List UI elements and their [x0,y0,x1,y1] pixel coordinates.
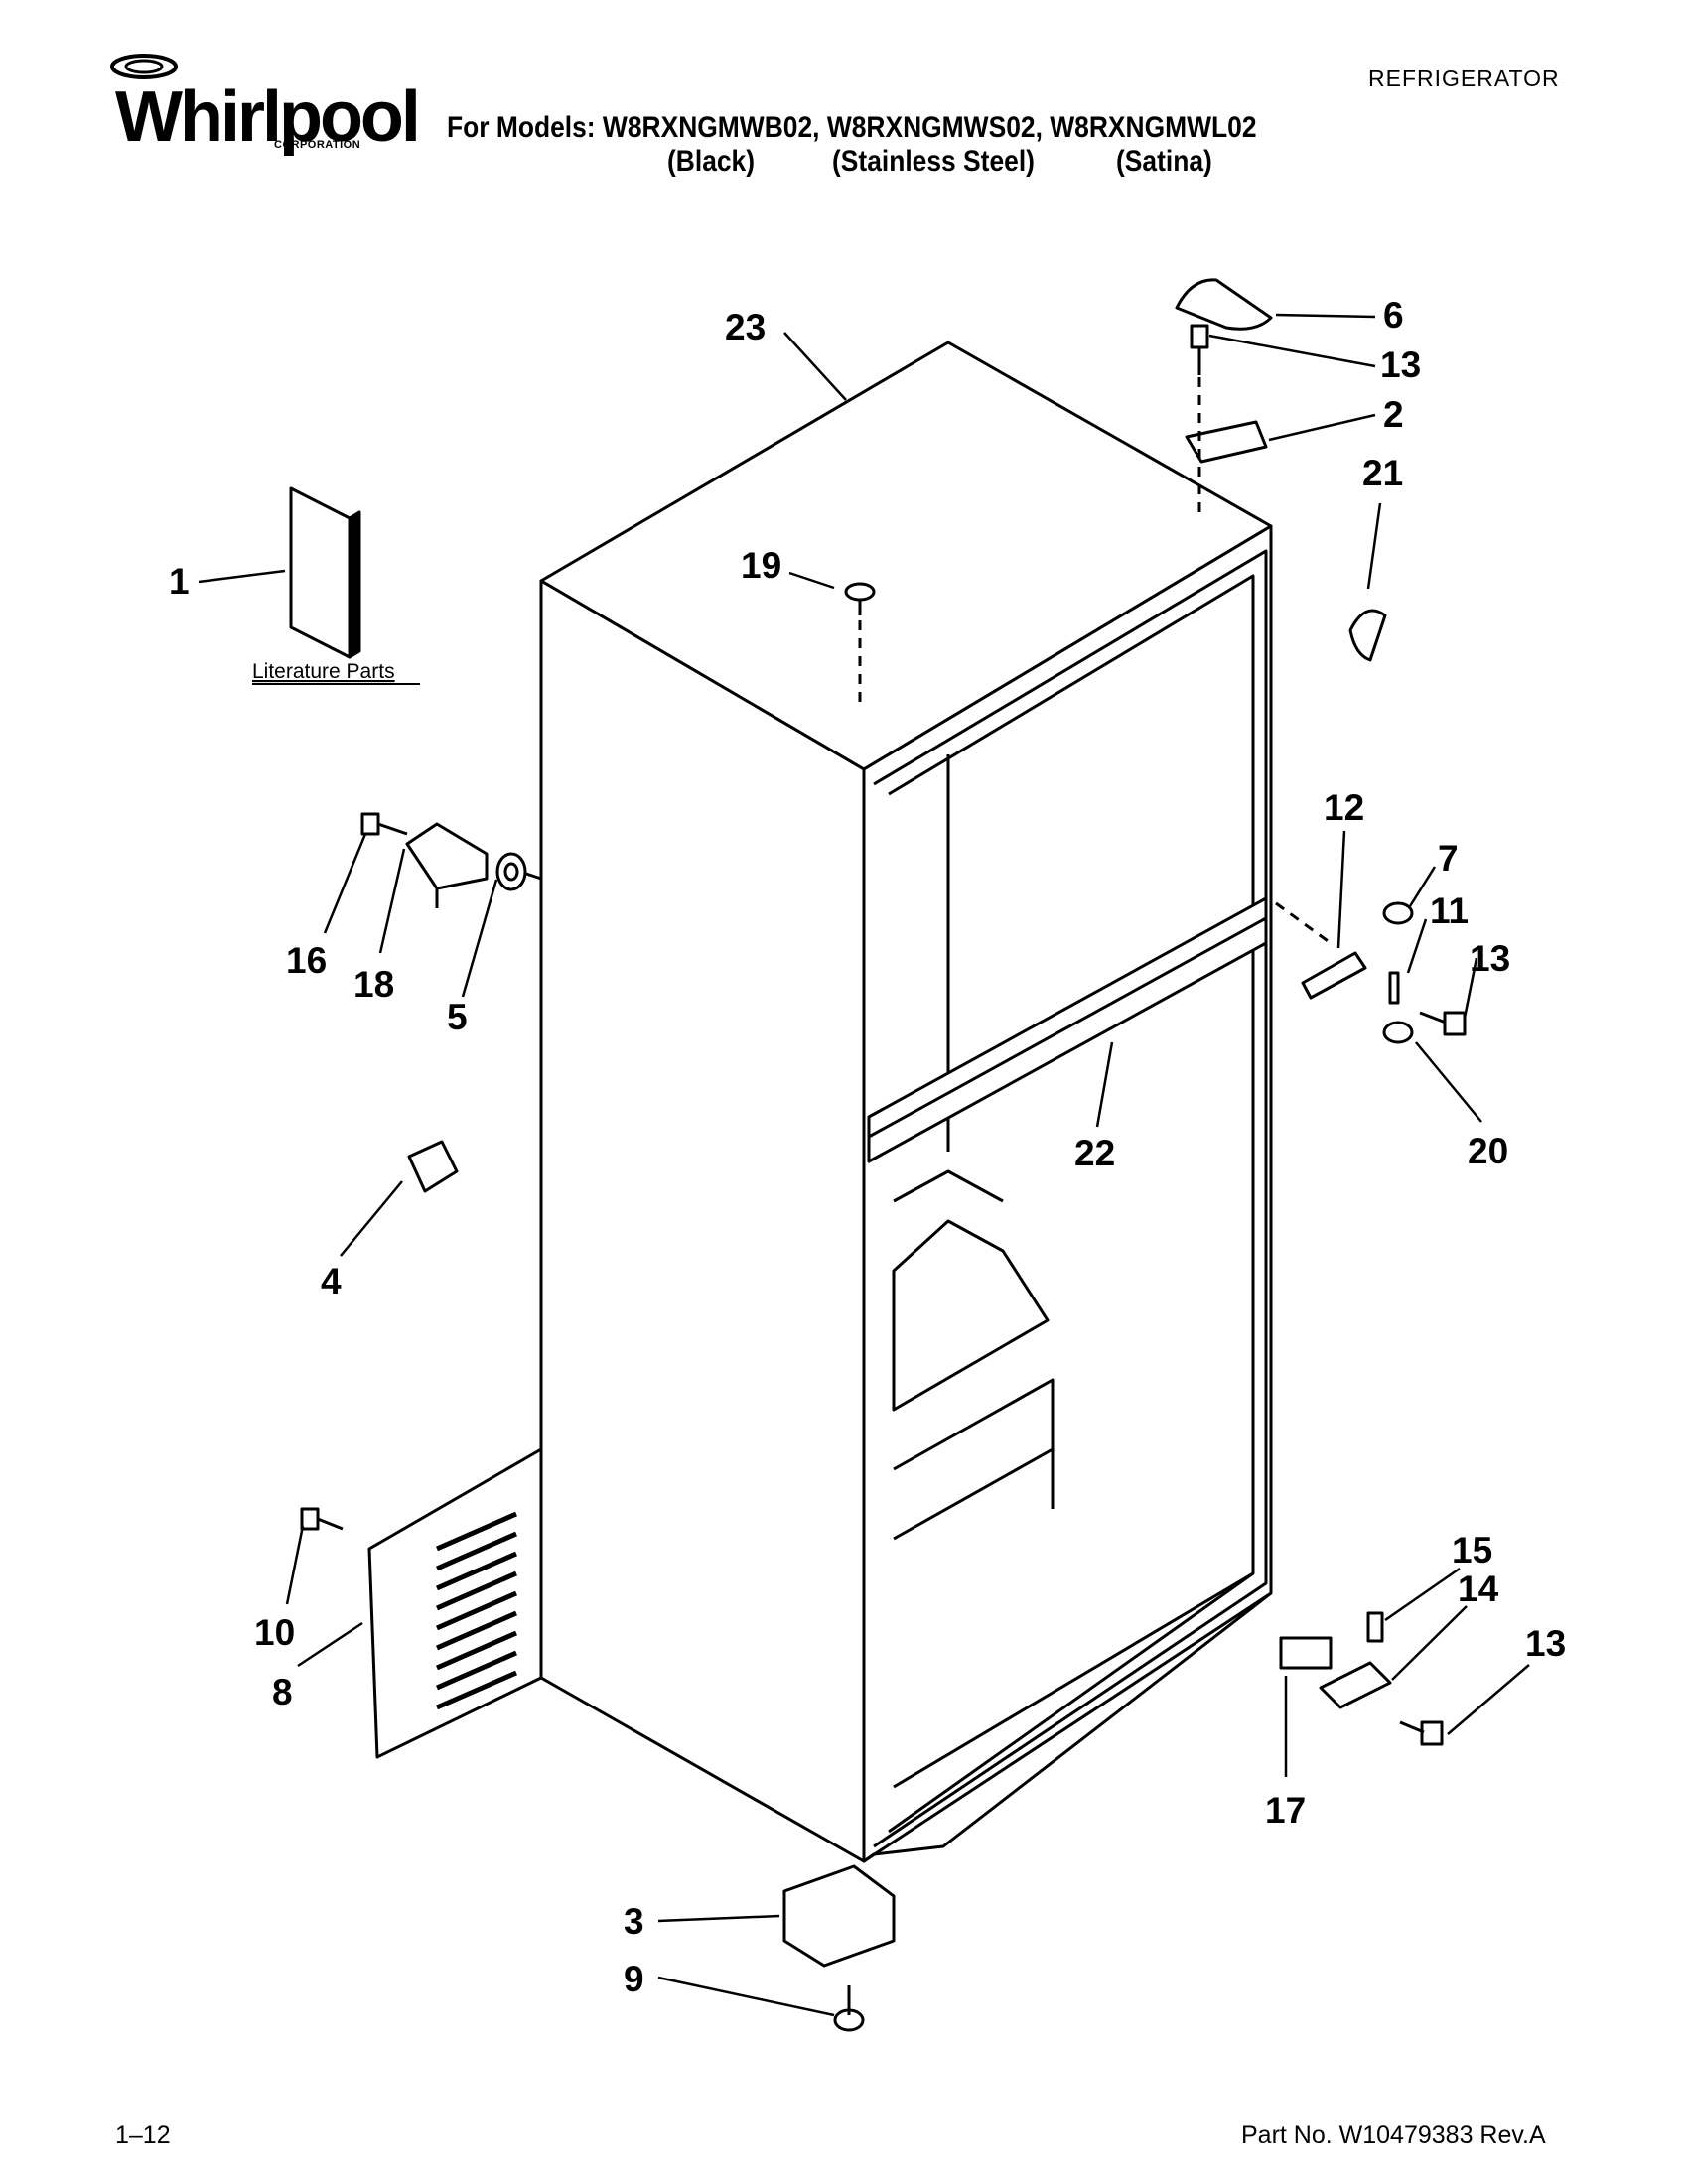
logo-swirl-icon [110,54,178,79]
screw-part [1419,1011,1467,1036]
hinge-shim-part [1348,609,1387,662]
callout-2: 2 [1383,394,1404,435]
brand-subtitle: CORPORATION [274,139,361,151]
screw-part [1399,1720,1444,1746]
callout-4: 4 [321,1261,342,1301]
callout-9: 9 [624,1959,644,1999]
pin-part [1388,971,1400,1005]
bottom-hinge-part [1319,1661,1392,1709]
callout-1: 1 [169,561,190,602]
leveling-leg-part [833,2008,865,2032]
literature-parts-label: Literature Parts [252,660,395,683]
screw-part [360,812,408,836]
cabinet-body [539,341,1273,1863]
washer-part [1382,901,1414,925]
callout-6: 6 [1383,295,1404,336]
callout-17: 17 [1265,1790,1306,1831]
models-line: For Models: W8RXNGMWB02, W8RXNGMWS02, W8… [447,111,1257,144]
door-stop-part [405,822,489,908]
brand-name: Whirlpool [115,77,421,157]
callout-3: 3 [624,1901,644,1942]
callout-5: 5 [447,997,468,1037]
callout-23: 23 [725,307,766,347]
callout-16: 16 [286,940,327,981]
plug-button-part [844,582,876,615]
screw-part [1190,324,1209,375]
hinge-shim-part [1279,1636,1333,1670]
product-category: REFRIGERATOR [1368,66,1560,91]
callout-14: 14 [1458,1569,1499,1609]
callout-18: 18 [353,964,394,1005]
hinge-cover-part [1175,278,1273,331]
hinge-bracket-part [1301,951,1367,1000]
callout-7: 7 [1438,838,1459,879]
clip-part [407,1140,459,1193]
brand-logo: Whirlpool CORPORATION [95,48,421,157]
part-number: Part No. W10479383 Rev.A [1241,2121,1546,2149]
callout-12: 12 [1324,787,1364,828]
screw-part [300,1507,344,1531]
callout-22: 22 [1074,1133,1115,1173]
pin-part [1366,1611,1384,1643]
callout-13-mid: 13 [1470,938,1510,979]
toe-grille-part [367,1447,543,1759]
callout-13-top: 13 [1380,344,1421,385]
top-hinge-part [1185,420,1268,464]
washer-part [1382,1021,1414,1044]
callout-11: 11 [1430,890,1469,931]
finish-satina: (Satina) [1116,145,1212,178]
callout-21: 20 [1468,1131,1508,1171]
callout-13-bottom: 13 [1525,1623,1566,1664]
callout-20: 21 [1362,453,1403,493]
callout-19: 19 [741,545,781,586]
washer-part [495,852,527,891]
center-rail-part [867,896,1268,1163]
callout-10: 10 [254,1612,295,1653]
callout-8: 8 [272,1672,293,1712]
finish-stainless: (Stainless Steel) [832,145,1035,178]
page-number: 1–12 [115,2121,171,2149]
roller-assembly-part [782,1864,896,1968]
literature-booklet-icon [289,486,361,659]
finish-black: (Black) [667,145,756,178]
callout-15: 15 [1452,1530,1492,1570]
